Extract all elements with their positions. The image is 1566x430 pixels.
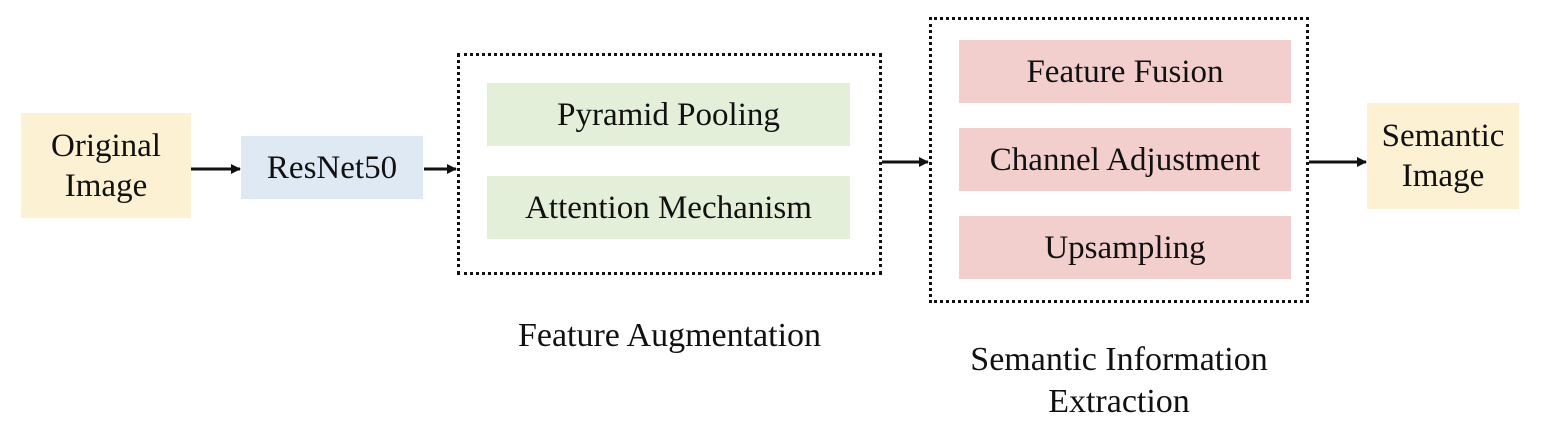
channel-adjustment-node: Channel Adjustment xyxy=(959,128,1291,191)
semantic-information-extraction-group xyxy=(929,17,1309,303)
semantic-image-label-line2: Image xyxy=(1401,158,1485,194)
upsampling-node: Upsampling xyxy=(959,216,1291,279)
original-image-label-line2: Image xyxy=(64,167,148,204)
semantic-image-label-line1: Semantic xyxy=(1381,118,1505,154)
semantic-information-extraction-caption: Semantic Information Extraction xyxy=(929,339,1309,423)
feature-fusion-label: Feature Fusion xyxy=(1026,53,1224,90)
original-image-node: Original Image xyxy=(21,113,191,218)
feature-augmentation-caption: Feature Augmentation xyxy=(457,315,882,357)
feature-augmentation-group xyxy=(457,53,882,275)
semantic-information-extraction-caption-line2: Extraction xyxy=(1048,383,1190,420)
upsampling-label: Upsampling xyxy=(1044,229,1206,266)
pyramid-pooling-label: Pyramid Pooling xyxy=(557,96,780,133)
resnet50-node: ResNet50 xyxy=(241,136,423,199)
semantic-image-node: Semantic Image xyxy=(1367,103,1519,209)
semantic-information-extraction-caption-line1: Semantic Information xyxy=(970,341,1268,378)
feature-fusion-node: Feature Fusion xyxy=(959,40,1291,103)
resnet50-label: ResNet50 xyxy=(266,149,398,186)
attention-mechanism-label: Attention Mechanism xyxy=(525,189,812,226)
feature-augmentation-caption-text: Feature Augmentation xyxy=(517,317,822,354)
pyramid-pooling-node: Pyramid Pooling xyxy=(487,83,850,146)
original-image-label-line1: Original xyxy=(51,127,161,164)
attention-mechanism-node: Attention Mechanism xyxy=(487,176,850,239)
channel-adjustment-label: Channel Adjustment xyxy=(989,141,1261,178)
